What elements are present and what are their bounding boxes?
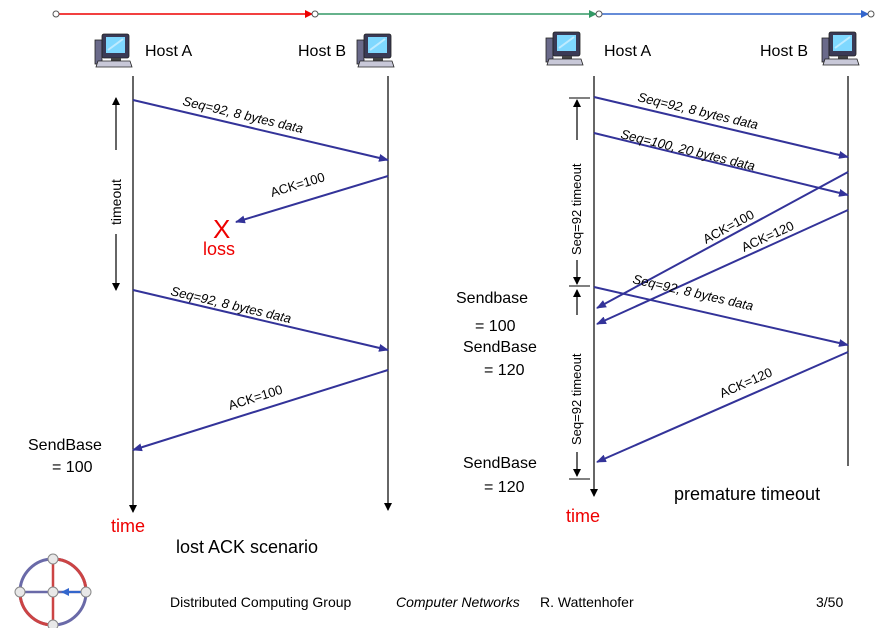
left-seg1-label: Seq=92, 8 bytes data <box>181 93 304 136</box>
right-sendbase-b-line2: = 120 <box>484 362 525 379</box>
right-host-b-label: Host B <box>760 43 808 60</box>
top-navigation-bar <box>52 10 875 18</box>
left-seg1-arrow <box>132 99 389 162</box>
left-sendbase-line1: SendBase <box>28 437 102 454</box>
right-host-a-label: Host A <box>604 43 651 60</box>
footer-page-number: 3/50 <box>816 594 843 610</box>
nav-node-4 <box>867 10 875 18</box>
right-sendbase-b-line1: SendBase <box>463 339 537 356</box>
footer-course: Computer Networks <box>396 594 520 610</box>
nav-node-3 <box>595 10 603 18</box>
left-sendbase-line2: = 100 <box>52 459 93 476</box>
right-sendbase-c-line1: SendBase <box>463 455 537 472</box>
nav-node-2 <box>311 10 319 18</box>
left-host-b-label: Host B <box>298 43 346 60</box>
right-timeout1-label: Seq=92 timeout <box>569 163 584 255</box>
right-ack120b-label: ACK=120 <box>717 364 774 400</box>
right-time-label: time <box>566 506 600 526</box>
right-scenario: Host A Host B Seq=92 timeout Seq=92 time… <box>456 31 860 526</box>
right-sendbase-c-line2: = 120 <box>484 479 525 496</box>
left-host-a-label: Host A <box>145 43 192 60</box>
right-host-b-computer-icon <box>821 31 860 66</box>
right-timeout2-label: Seq=92 timeout <box>569 353 584 445</box>
right-sendbase-a-line1: Sendbase <box>456 290 528 307</box>
right-caption: premature timeout <box>674 484 820 504</box>
right-seg1-arrow <box>593 96 849 159</box>
footer-author: R. Wattenhofer <box>540 594 634 610</box>
right-ack120-arrow <box>596 209 849 325</box>
host-a-computer-icon <box>94 33 133 68</box>
right-seg3-label: Seq=92, 8 bytes data <box>631 271 754 313</box>
left-seg2-label: Seq=92, 8 bytes data <box>169 283 292 326</box>
right-host-a-computer-icon <box>545 31 584 66</box>
group-logo-icon <box>14 553 92 628</box>
footer-group: Distributed Computing Group <box>170 594 352 610</box>
host-b-computer-icon <box>356 33 395 68</box>
left-scenario: Host A Host B timeout Seq=92, 8 bytes da… <box>28 33 395 557</box>
left-ack1-label: ACK=100 <box>269 169 327 200</box>
footer: Distributed Computing Group Computer Net… <box>14 553 843 628</box>
left-ack2-label: ACK=100 <box>226 382 284 413</box>
right-ack100-arrow <box>596 171 849 309</box>
left-ack2-arrow <box>132 369 389 452</box>
left-loss-label: loss <box>203 239 235 259</box>
left-caption: lost ACK scenario <box>176 537 318 557</box>
right-seg2-label: Seq=100, 20 bytes data <box>619 126 756 173</box>
left-time-label: time <box>111 516 145 536</box>
left-timeout-label: timeout <box>108 179 124 225</box>
right-sendbase-a-line2: = 100 <box>475 318 516 335</box>
nav-node-1 <box>52 10 60 18</box>
right-ack120b-arrow <box>596 351 849 463</box>
right-seg2-arrow <box>593 132 849 197</box>
loss-x-icon: X <box>213 214 230 244</box>
right-seg3-arrow <box>593 286 849 347</box>
left-seg2-arrow <box>132 289 389 352</box>
left-ack1-arrow <box>235 175 389 224</box>
